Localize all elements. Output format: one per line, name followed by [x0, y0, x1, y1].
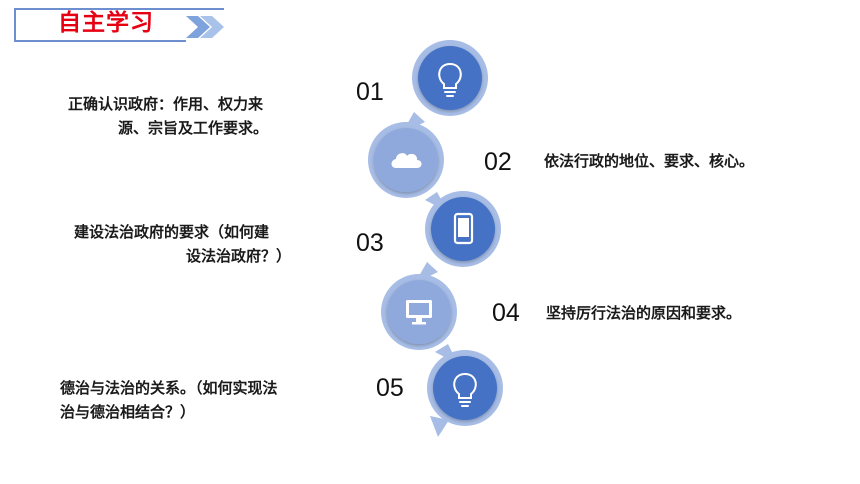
step-05-line1: 德治与法治的关系。（如何实现法 — [60, 379, 278, 397]
step-01-line2: 源、宗旨及工作要求。 — [118, 119, 269, 137]
step-01-number: 01 — [356, 78, 384, 106]
step-05-line2: 治与德治相结合？） — [60, 403, 196, 421]
step-02-number: 02 — [484, 148, 512, 176]
step-01-text: 正确认识政府：作用、权力来 源、宗旨及工作要求。 — [68, 92, 268, 140]
cloud-icon — [391, 153, 422, 168]
step-02-text: 依法行政的地位、要求、核心。 — [544, 149, 754, 173]
step-03-number: 03 — [356, 229, 384, 257]
lightbulb-icon — [453, 372, 477, 407]
step-01-line1: 正确认识政府：作用、权力来 — [68, 95, 264, 113]
double-chevron-icon — [186, 16, 224, 38]
page-title: 自主学习 — [58, 10, 154, 36]
monitor-icon — [406, 300, 432, 325]
step-03-line1: 建设法治政府的要求（如何建 — [74, 223, 270, 241]
step-02-line1: 依法行政的地位、要求、核心。 — [544, 152, 755, 170]
step-03-text: 建设法治政府的要求（如何建 设法治政府？） — [74, 220, 291, 268]
step-01-node — [402, 40, 488, 133]
step-04-line1: 坚持厉行法治的原因和要求。 — [546, 304, 742, 322]
step-05-number: 05 — [376, 374, 404, 402]
step-04-number: 04 — [492, 299, 520, 327]
smartphone-icon — [453, 212, 474, 245]
step-05-text: 德治与法治的关系。（如何实现法 治与德治相结合？） — [60, 376, 278, 424]
step-05-node — [427, 350, 503, 437]
step-04-text: 坚持厉行法治的原因和要求。 — [546, 301, 741, 325]
step-03-line2: 设法治政府？） — [186, 247, 292, 265]
lightbulb-icon — [438, 62, 462, 97]
title-frame — [14, 8, 224, 42]
